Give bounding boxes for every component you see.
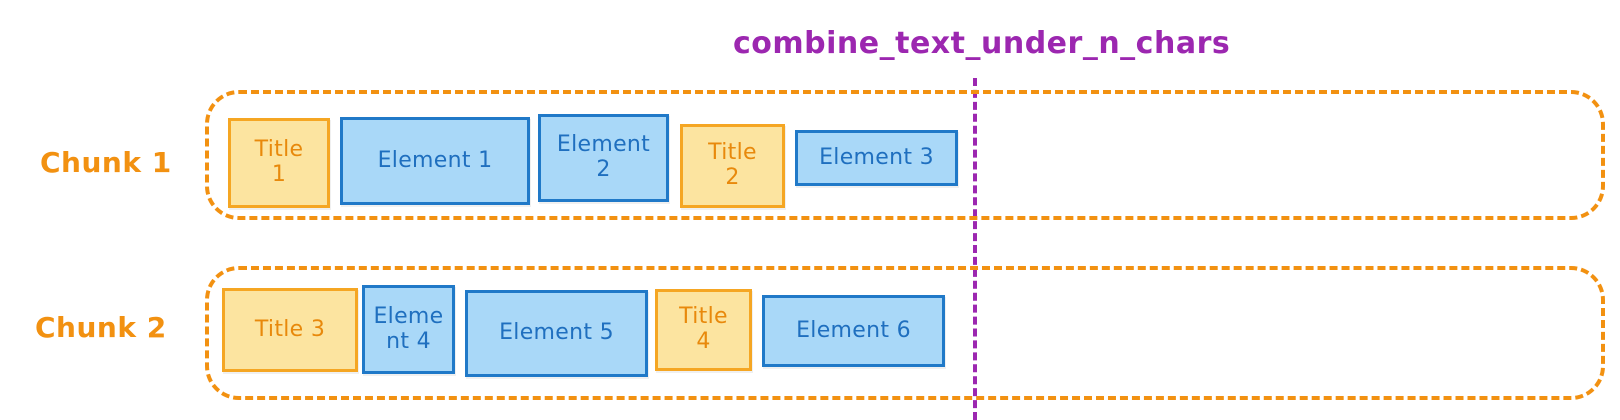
threshold-dashed-line xyxy=(973,78,977,420)
chunk-label-2: Chunk 2 xyxy=(35,311,167,344)
element-box-2-5: Element 6 xyxy=(762,295,945,367)
element-box-1-5: Element 3 xyxy=(795,130,958,186)
node-label: Element 1 xyxy=(377,147,493,173)
title-box-2-1: Title 3 xyxy=(222,288,358,372)
node-label: Element 2 xyxy=(556,132,651,182)
parameter-title: combine_text_under_n_chars xyxy=(733,26,1231,61)
node-label: Title 4 xyxy=(679,304,728,354)
element-box-1-2: Element 1 xyxy=(340,117,530,205)
element-box-2-3: Element 5 xyxy=(465,290,648,377)
node-label: Element 5 xyxy=(499,320,614,346)
title-box-1-1: Title 1 xyxy=(228,118,330,208)
node-label: Title 3 xyxy=(254,316,326,342)
chunk-container-1 xyxy=(205,90,1605,220)
node-label: Element 3 xyxy=(819,144,934,170)
element-box-1-3: Element 2 xyxy=(538,114,669,202)
node-label: Title 1 xyxy=(254,137,304,187)
chunk-container-2 xyxy=(205,266,1605,400)
element-box-2-2: Eleme nt 4 xyxy=(362,285,455,374)
title-box-2-4: Title 4 xyxy=(655,289,752,371)
chunk-label-1: Chunk 1 xyxy=(40,146,172,179)
node-label: Eleme nt 4 xyxy=(373,303,444,354)
title-box-1-4: Title 2 xyxy=(680,124,785,208)
node-label: Title 2 xyxy=(708,140,757,190)
node-label: Element 6 xyxy=(796,317,911,343)
